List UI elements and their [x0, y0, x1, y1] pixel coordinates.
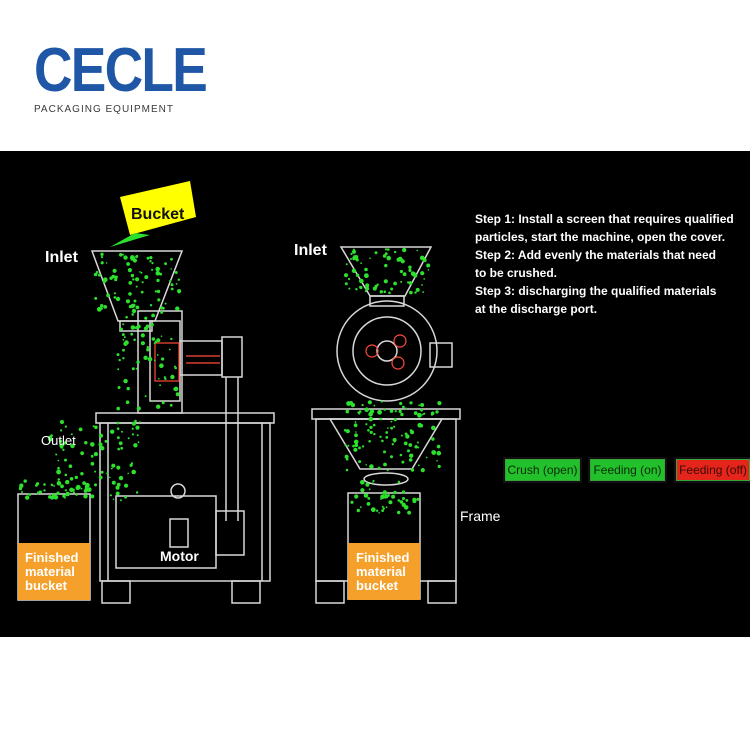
left-finished-block — [18, 543, 90, 600]
logo-wordmark: CECLE — [34, 36, 208, 105]
finished-bucket-left: Finished material bucket — [25, 550, 79, 593]
frame-label: Frame — [460, 508, 501, 524]
motor-label: Motor — [160, 548, 199, 564]
instruction-steps: Step 1: Install a screen that requires q… — [475, 210, 750, 318]
right-foot-b — [427, 580, 457, 604]
right-bearing — [429, 342, 453, 368]
left-foot-b — [231, 580, 261, 604]
step-line: Step 1: Install a screen that requires q… — [475, 212, 734, 226]
left-bearing — [179, 340, 223, 376]
left-frame — [99, 422, 271, 582]
step-line: Step 3: discharging the qualified materi… — [475, 284, 717, 298]
finished-bucket-right: Finished material bucket — [356, 550, 410, 593]
outlet-label: Outlet — [41, 433, 76, 448]
right-finished-block — [348, 543, 420, 600]
bucket-callout — [120, 181, 196, 235]
step-line: Step 2: Add evenly the materials that ne… — [475, 248, 716, 262]
diagram-panel: Bucket Inlet Inlet Outlet Motor Frame Fi… — [0, 151, 750, 637]
feeding-on-button[interactable]: Feeding (on) — [588, 457, 667, 483]
feeding-off-button[interactable]: Feeding (off) — [674, 457, 750, 483]
motor-pulley — [215, 510, 245, 556]
brand-logo: CECLE PACKAGING EQUIPMENT — [34, 36, 234, 116]
inlet-left-label: Inlet — [45, 249, 78, 266]
left-pulley-top — [221, 336, 243, 378]
right-foot-a — [315, 580, 345, 604]
left-crusher-body — [137, 310, 183, 414]
machine-diagram — [17, 181, 461, 604]
right-discharge-cone — [328, 418, 444, 470]
motor-eye — [170, 483, 186, 499]
step-line: at the discharge port. — [475, 302, 598, 316]
bucket-label: Bucket — [131, 206, 185, 223]
logo-tagline: PACKAGING EQUIPMENT — [34, 104, 174, 115]
step-line: particles, start the machine, open the c… — [475, 230, 726, 244]
step-line: to be crushed. — [475, 266, 558, 280]
inlet-right-label: Inlet — [294, 242, 327, 259]
left-foot-a — [101, 580, 131, 604]
right-crusher-drum — [336, 300, 438, 402]
particles — [18, 247, 442, 515]
crush-open-button[interactable]: Crush (open) — [503, 457, 582, 483]
left-table-top — [95, 412, 275, 424]
